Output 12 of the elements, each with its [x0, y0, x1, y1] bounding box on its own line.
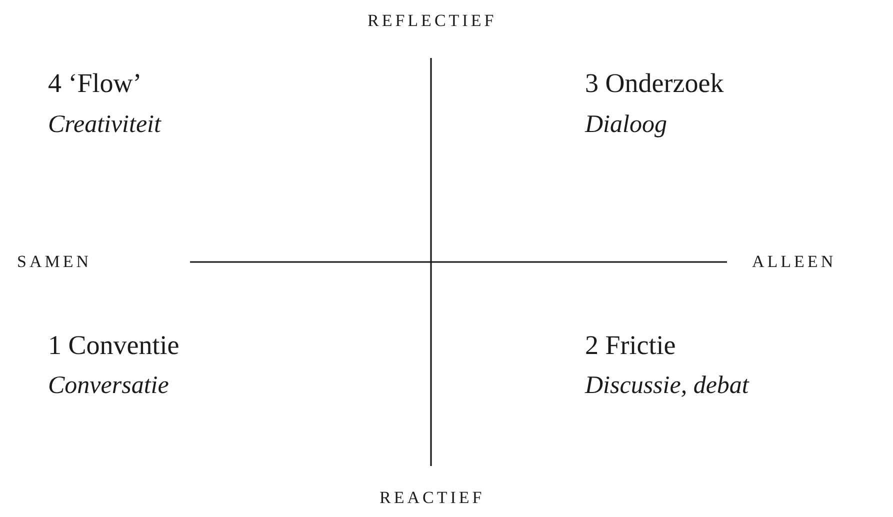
- axis-label: SAMEN: [17, 253, 92, 270]
- axis-label: REACTIEF: [380, 489, 485, 506]
- quadrant-subtitle: Conversatie: [48, 373, 169, 398]
- axis-label: ALLEEN: [752, 253, 836, 270]
- quadrant-subtitle: Dialoog: [585, 112, 667, 137]
- quadrant-heading: 1 Conventie: [48, 332, 180, 359]
- quadrant-heading: 4 ‘Flow’: [48, 70, 142, 97]
- quadrant-heading: 2 Frictie: [585, 332, 676, 359]
- quadrant-subtitle: Discussie, debat: [585, 373, 749, 398]
- axis-label: REFLECTIEF: [368, 12, 497, 29]
- quadrant-subtitle: Creativiteit: [48, 112, 161, 137]
- quadrant-heading: 3 Onderzoek: [585, 70, 724, 97]
